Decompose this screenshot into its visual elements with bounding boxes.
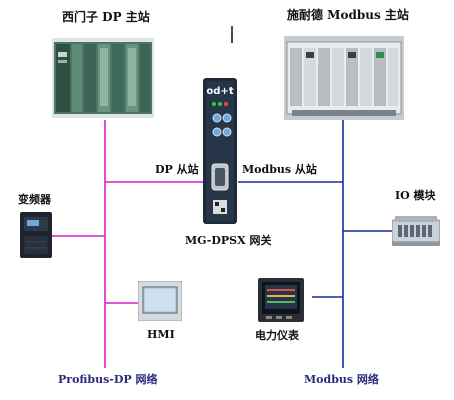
power-meter-image — [258, 278, 304, 322]
hmi-label: HMI — [147, 328, 175, 341]
inverter-label: 变频器 — [18, 193, 51, 206]
power-meter-label: 电力仪表 — [255, 329, 299, 342]
modbus-slave-label: Modbus 从站 — [242, 163, 317, 176]
schneider-modbus-master-label: 施耐德 Modbus 主站 — [287, 8, 409, 22]
profibus-network-label: Profibus-DP 网络 — [58, 373, 158, 386]
modbus-lines — [238, 120, 392, 368]
inverter-image — [20, 212, 52, 258]
profibus-dp-lines — [50, 120, 205, 368]
gateway-image: od+t — [203, 78, 237, 224]
modbus-network-label: Modbus 网络 — [304, 373, 379, 386]
io-module-label: IO 模块 — [395, 189, 436, 202]
gateway-brand-logo: od+t — [206, 86, 233, 97]
siemens-plc-image — [52, 38, 154, 118]
gateway-label: MG-DPSX 网关 — [185, 234, 272, 247]
io-module-image — [392, 216, 440, 246]
dp-slave-label: DP 从站 — [155, 163, 199, 176]
schneider-plc-image — [284, 36, 404, 120]
hmi-image — [138, 281, 182, 321]
siemens-dp-master-label: 西门子 DP 主站 — [62, 10, 150, 24]
